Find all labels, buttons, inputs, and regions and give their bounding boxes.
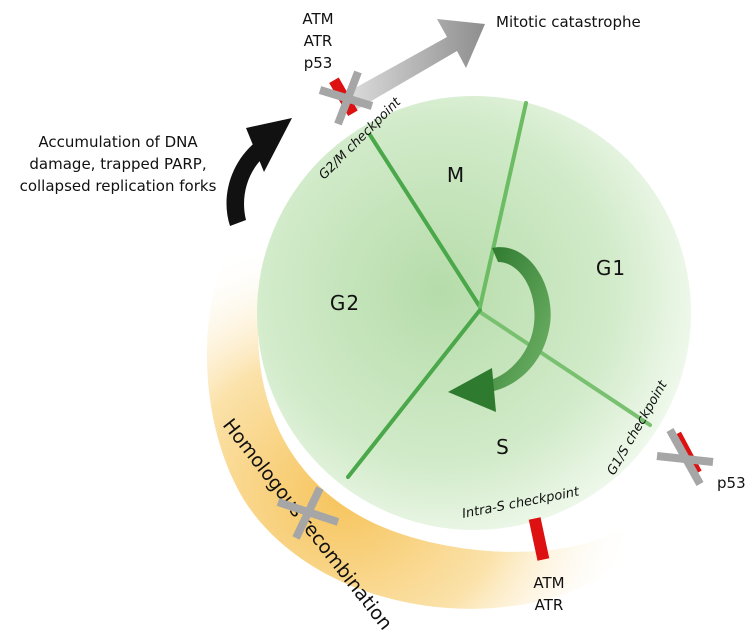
- cell-cycle-circle: [257, 96, 691, 530]
- accumulation-arrow: [226, 118, 292, 226]
- accumulation-line-1: Accumulation of DNA: [38, 133, 198, 151]
- mitotic-catastrophe-label: Mitotic catastrophe: [496, 13, 641, 31]
- intra-protein-atr: ATR: [535, 596, 564, 614]
- g1s-checkpoint-block: [656, 428, 714, 486]
- accumulation-line-2: damage, trapped PARP,: [29, 155, 206, 173]
- intra-s-block-bar: [528, 517, 550, 561]
- boundary-line-sg2: [346, 308, 482, 479]
- g1s-protein-p53: p53: [717, 474, 746, 492]
- phase-label-g2: G2: [330, 291, 360, 315]
- mitotic-catastrophe-arrow: [346, 19, 485, 110]
- phase-boundaries: [346, 101, 652, 479]
- g2m-checkpoint-block: [318, 70, 374, 126]
- cycle-direction-arrow: [448, 247, 551, 412]
- cross-icon: [656, 428, 714, 486]
- phase-label-g1: G1: [596, 256, 626, 280]
- top-protein-atr: ATR: [304, 32, 333, 50]
- intra-protein-atm: ATM: [533, 574, 564, 592]
- accumulation-line-3: collapsed replication forks: [20, 177, 217, 195]
- phase-label-m: M: [447, 163, 465, 187]
- top-protein-atm: ATM: [302, 10, 333, 28]
- top-protein-p53: p53: [304, 54, 333, 72]
- boundary-line-mg1: [478, 101, 528, 309]
- cross-icon: [318, 70, 374, 126]
- phase-label-s: S: [496, 435, 510, 459]
- hr-cross-icon: [276, 486, 340, 540]
- boundary-line-g2m: [368, 133, 482, 309]
- boundary-line-g1s: [478, 310, 652, 427]
